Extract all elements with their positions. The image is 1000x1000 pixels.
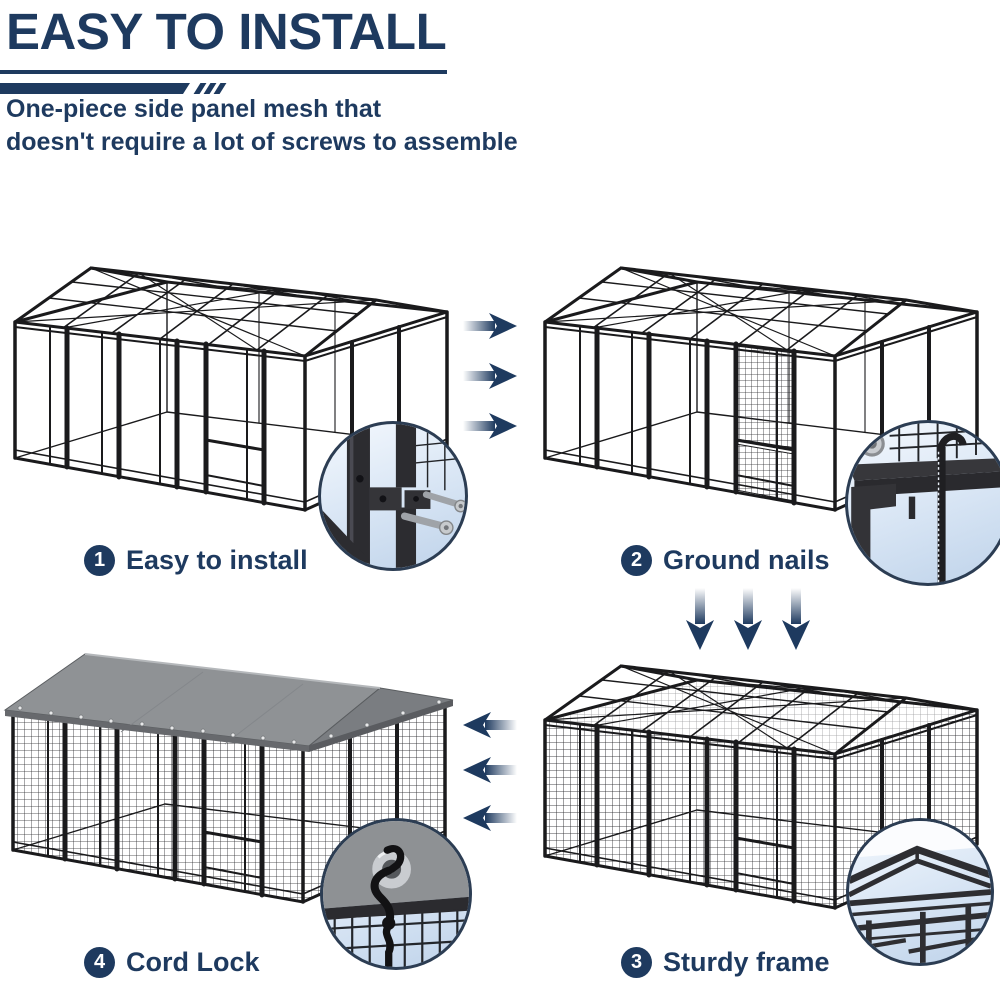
page-title: EASY TO INSTALL xyxy=(6,3,447,60)
arrow-left-icon xyxy=(463,712,517,738)
step1-number-badge: 1 xyxy=(84,545,115,576)
step4-label: 4 Cord Lock xyxy=(84,947,260,978)
cord-lock-icon xyxy=(323,821,469,967)
step4-caption: Cord Lock xyxy=(126,947,260,977)
kennel-wireframe-illustration-step1 xyxy=(13,266,449,512)
step2-number-badge: 2 xyxy=(621,545,652,576)
arrow-right-icon xyxy=(463,363,517,389)
title-accent-bar xyxy=(0,83,190,94)
step4-number-badge: 4 xyxy=(84,947,115,978)
step2-caption: Ground nails xyxy=(663,545,830,575)
arrow-right-icon xyxy=(463,413,517,439)
subtitle-line-2: doesn't require a lot of screws to assem… xyxy=(6,127,518,156)
step3-number-badge: 3 xyxy=(621,947,652,978)
step3-label: 3 Sturdy frame xyxy=(621,947,830,978)
cord-lock-grommet-inset xyxy=(320,818,472,970)
arrow-left-icon xyxy=(463,757,517,783)
step3-caption: Sturdy frame xyxy=(663,947,830,977)
arrow-down-icon xyxy=(782,588,810,650)
subtitle-line-1: One-piece side panel mesh that xyxy=(6,95,382,123)
ground-nail-icon xyxy=(848,423,1000,583)
corner-bracket-screws-inset xyxy=(318,421,468,571)
arrow-right-icon xyxy=(463,313,517,339)
arrow-left-icon xyxy=(463,805,517,831)
roof-truss-icon xyxy=(849,821,991,963)
ground-nail-inset xyxy=(845,420,1000,586)
step1-label: 1 Easy to install xyxy=(84,545,308,576)
bracket-screws-icon xyxy=(321,424,465,568)
arrow-down-icon xyxy=(734,588,762,650)
subtitle: One-piece side panel mesh that doesn't r… xyxy=(6,93,726,158)
step2-label: 2 Ground nails xyxy=(621,545,830,576)
title-underline xyxy=(0,70,447,74)
roof-truss-inset xyxy=(846,818,994,966)
step1-caption: Easy to install xyxy=(126,545,308,575)
kennel-mesh-door-illustration-step2 xyxy=(543,266,979,512)
arrow-down-icon xyxy=(686,588,714,650)
